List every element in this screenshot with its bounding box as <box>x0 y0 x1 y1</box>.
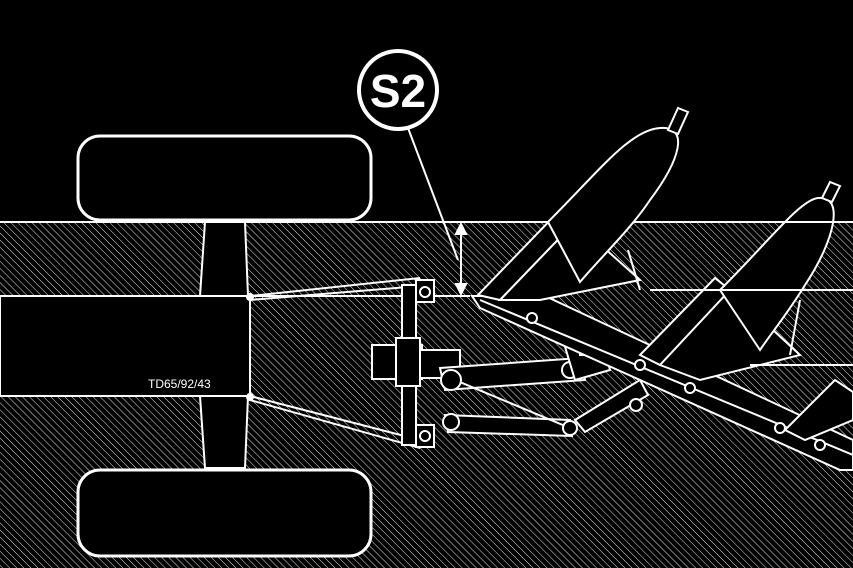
hitch-frame <box>371 279 461 448</box>
reference-label: S2 <box>370 65 426 117</box>
rear-wheel <box>76 468 373 558</box>
axle-upper <box>198 221 250 297</box>
swath-deflectors <box>546 106 842 356</box>
axle-lower <box>198 395 250 469</box>
reference-callout-ring <box>361 53 435 127</box>
drawing-code: TD65/92/43 <box>148 377 211 391</box>
implement-frame-lines <box>640 221 853 366</box>
callout-leader <box>407 127 459 261</box>
dimension-arrow <box>454 221 468 297</box>
three-point-linkage <box>246 277 421 449</box>
front-wheel <box>76 134 373 222</box>
mower-guards <box>476 208 853 442</box>
drawing-code-bg <box>145 376 225 392</box>
